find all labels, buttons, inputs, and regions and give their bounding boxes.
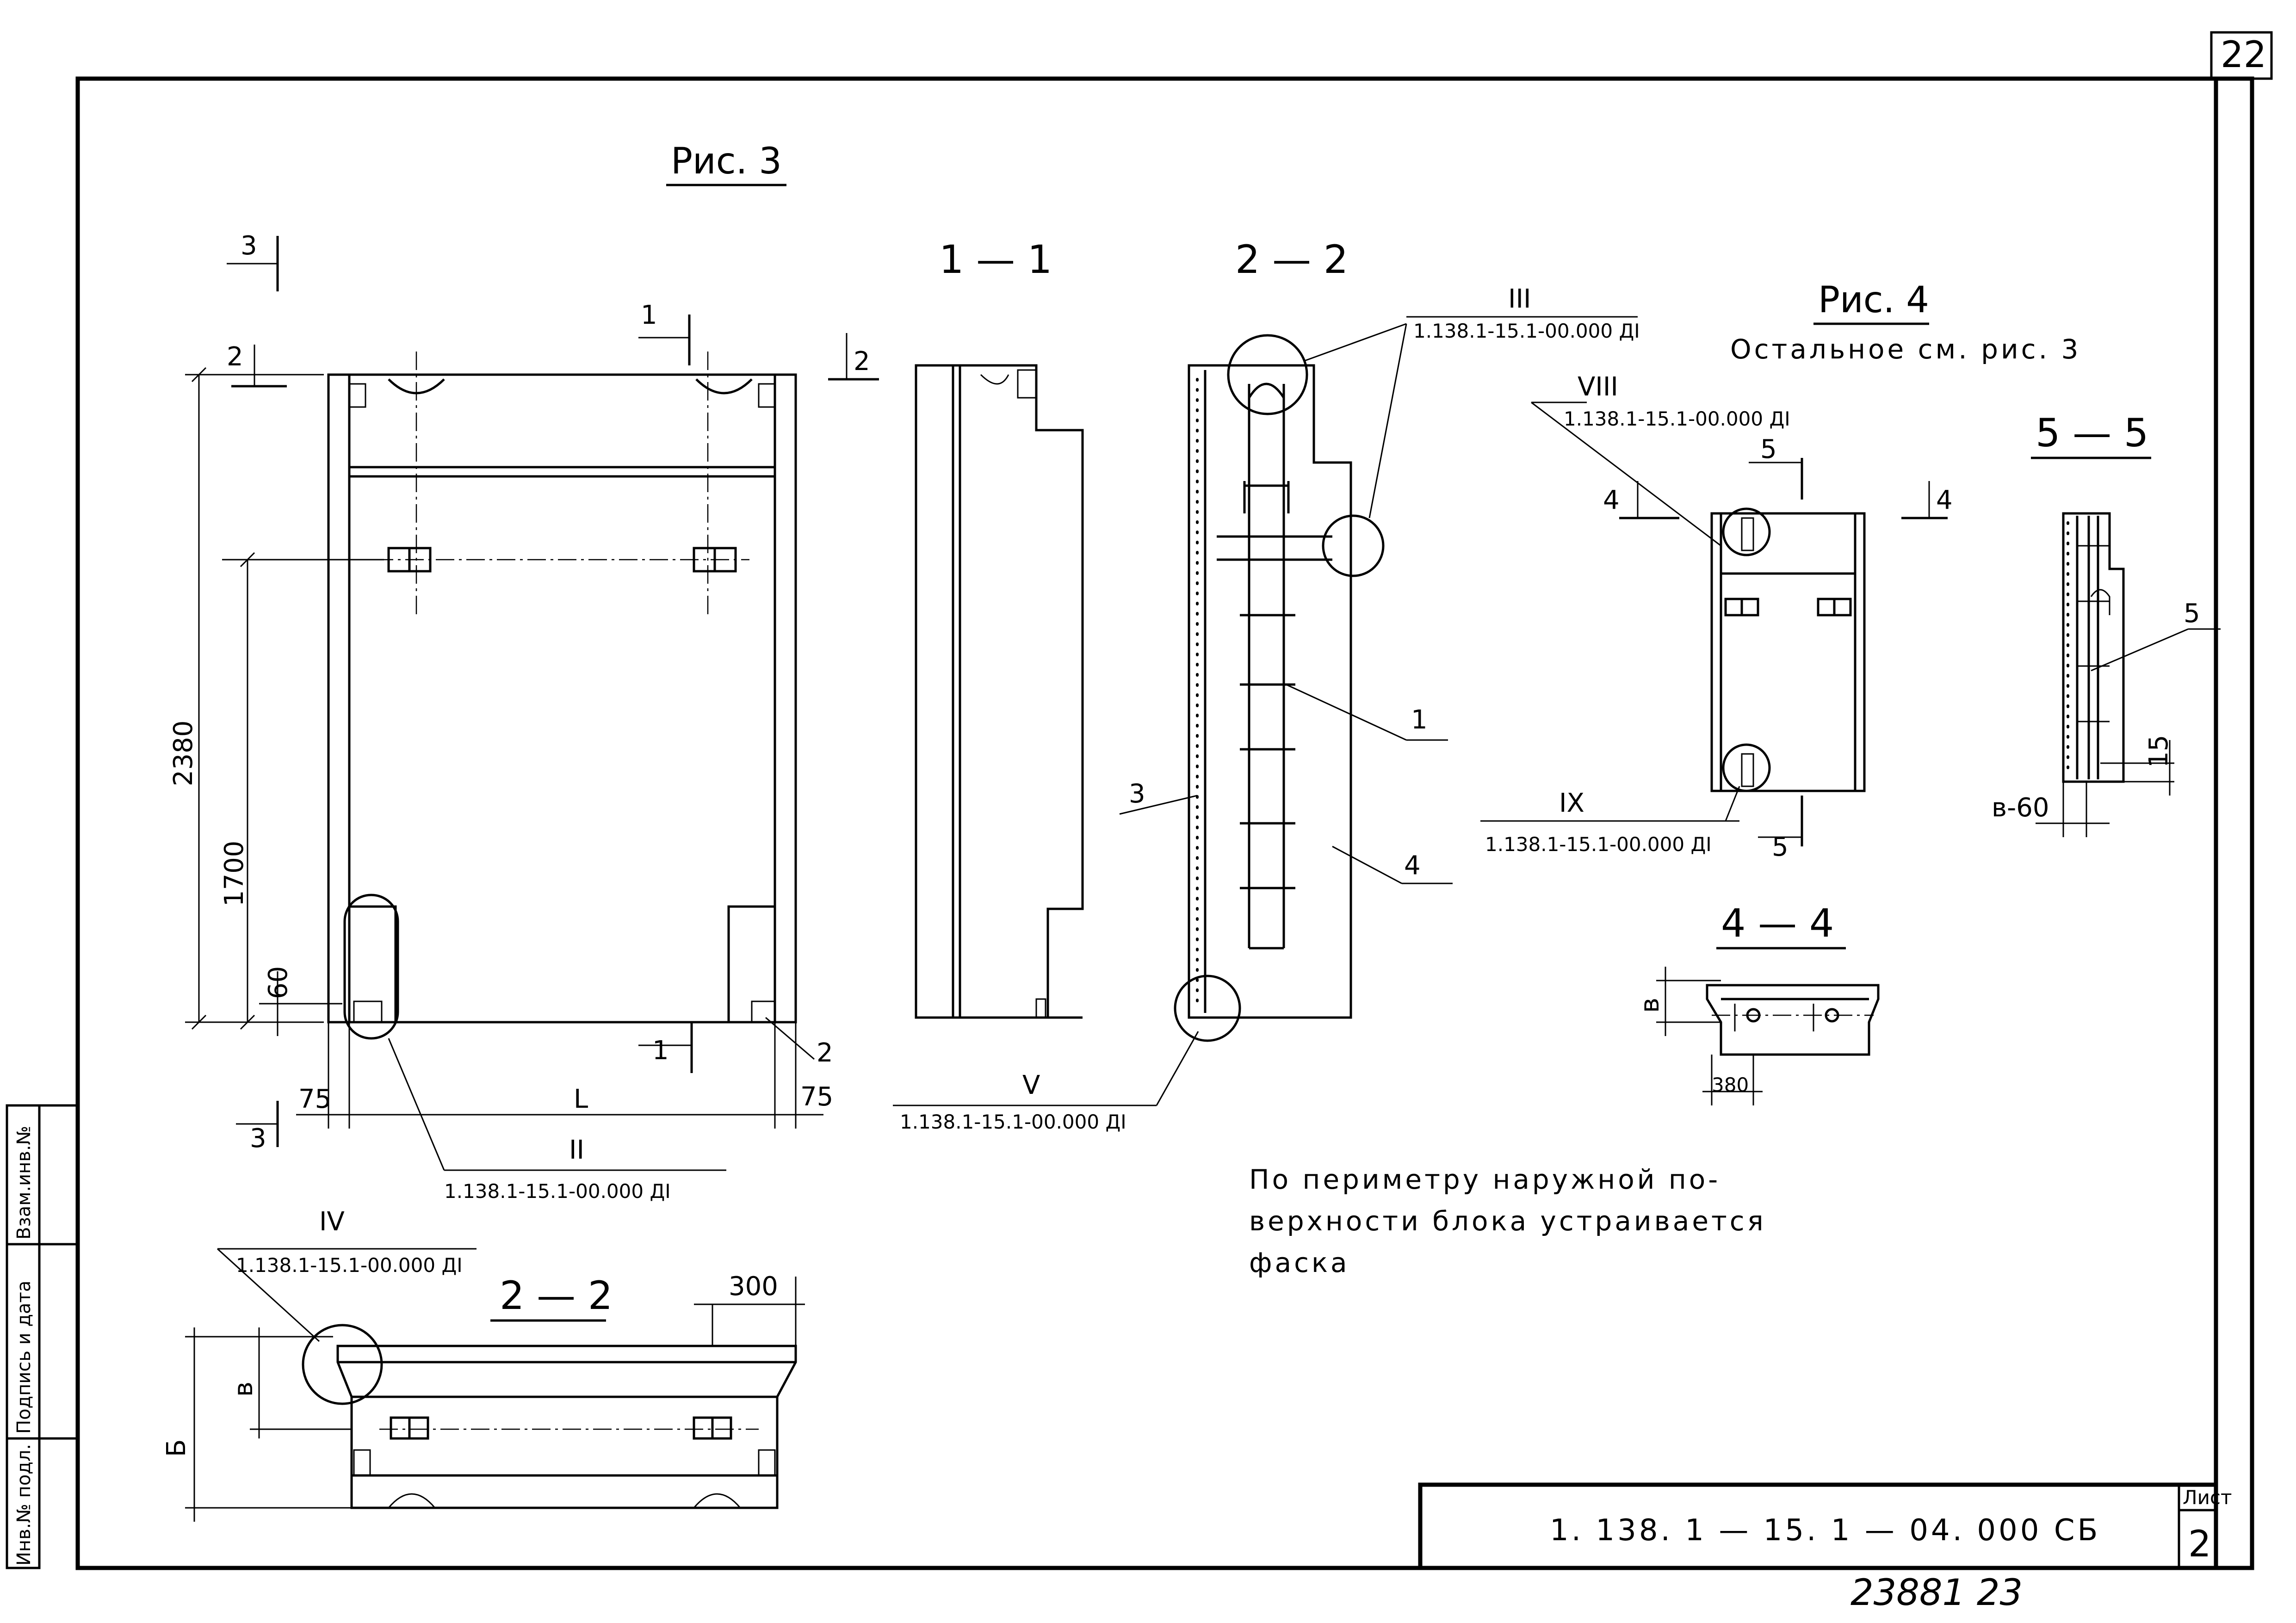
corner-number-box bbox=[2210, 31, 2273, 80]
note-line-2: верхности блока устраивается bbox=[1249, 1205, 1766, 1237]
callout-5: 5 bbox=[2184, 599, 2200, 629]
stamp-vzam: Взам.инв.№ bbox=[13, 1126, 35, 1240]
cut-5-top: 5 bbox=[1760, 434, 1777, 464]
side-stamp: Инв.№ подл. Подпись и дата Взам.инв.№ bbox=[6, 1104, 78, 1569]
title-block-sheet-label: Лист bbox=[2183, 1486, 2232, 1509]
fig4-cut-marks: 4 4 5 5 bbox=[1603, 434, 1953, 862]
dim-L: L bbox=[574, 1084, 588, 1114]
dim-15: 15 bbox=[2144, 735, 2174, 768]
detail-IV-roman: IV bbox=[319, 1207, 345, 1237]
detail-II-ref: 1.138.1-15.1-00.000 ДI bbox=[444, 1180, 671, 1203]
cut-4-left: 4 bbox=[1603, 485, 1620, 515]
dim-B: Б bbox=[161, 1439, 192, 1457]
detail-V-ref: 1.138.1-15.1-00.000 ДI bbox=[900, 1111, 1126, 1133]
section-4-4-title: 4 — 4 bbox=[1721, 901, 1834, 946]
dim-75-left: 75 bbox=[298, 1084, 331, 1114]
detail-V-roman: V bbox=[1022, 1070, 1040, 1100]
dim-b-60: в-60 bbox=[1992, 793, 2049, 823]
detail-IX-roman: IX bbox=[1559, 788, 1584, 818]
fig4-title: Рис. 4 bbox=[1818, 279, 1929, 321]
cut-3-top: 3 bbox=[241, 231, 257, 261]
title-block: 1. 138. 1 — 15. 1 — 04. 000 СБ Лист 2 bbox=[1418, 1482, 2232, 1570]
dim-380: 380 bbox=[1712, 1074, 1749, 1096]
section-2-2b-title: 2 — 2 bbox=[500, 1273, 613, 1318]
cut-4-right: 4 bbox=[1936, 485, 1953, 515]
title-block-sheet-number: 2 bbox=[2188, 1524, 2211, 1565]
detail-VIII-ref: 1.138.1-15.1-00.000 ДI bbox=[1564, 407, 1790, 430]
dim-1700: 1700 bbox=[219, 840, 249, 907]
dim-b: в bbox=[229, 1382, 259, 1397]
general-note: По периметру наружной по- верхности блок… bbox=[1249, 1164, 1766, 1278]
section-5-5-title: 5 — 5 bbox=[2036, 410, 2148, 456]
section-4-4 bbox=[1656, 967, 1880, 1105]
title-block-code: 1. 138. 1 — 15. 1 — 04. 000 СБ bbox=[1550, 1513, 2100, 1548]
section-2-2-plan bbox=[185, 1248, 805, 1522]
cut-1-top: 1 bbox=[641, 300, 657, 330]
note-line-1: По периметру наружной по- bbox=[1249, 1164, 1720, 1195]
detail-IX-ref: 1.138.1-15.1-00.000 ДI bbox=[1485, 833, 1712, 856]
stamp-podpis: Подпись и дата bbox=[13, 1281, 35, 1434]
dim-60: 60 bbox=[263, 966, 293, 999]
fig3-dimensions: 2380 1700 60 75 75 L bbox=[168, 367, 833, 1129]
section-1-1-title: 1 — 1 bbox=[939, 237, 1052, 282]
detail-II-roman: II bbox=[569, 1135, 584, 1165]
dim-2380: 2380 bbox=[168, 720, 198, 786]
cut-2-right: 2 bbox=[854, 346, 870, 376]
callout-1: 1 bbox=[1411, 705, 1428, 735]
detail-III-roman: III bbox=[1508, 284, 1531, 314]
sheet-frame bbox=[75, 76, 2254, 1570]
section-5-5 bbox=[2036, 512, 2221, 837]
dim-300: 300 bbox=[729, 1271, 778, 1302]
fig4-subtitle: Остальное см. рис. 3 bbox=[1730, 333, 2081, 365]
callout-4: 4 bbox=[1404, 851, 1421, 881]
fig3-title: Рис. 3 bbox=[671, 141, 782, 182]
detail-III-ref: 1.138.1-15.1-00.000 ДI bbox=[1413, 320, 1640, 342]
detail-VIII-roman: VIII bbox=[1578, 372, 1618, 402]
dim-75-right: 75 bbox=[800, 1082, 833, 1112]
section-1-1 bbox=[915, 364, 1084, 1019]
callout-2-fig3: 2 bbox=[817, 1038, 833, 1068]
callout-3: 3 bbox=[1129, 779, 1145, 809]
stamp-inv-podl: Инв.№ подл. bbox=[13, 1444, 35, 1566]
cut-2-left: 2 bbox=[227, 342, 243, 372]
fig3-front-view bbox=[327, 352, 797, 1171]
cut-5-bottom: 5 bbox=[1772, 832, 1789, 862]
corner-number: 22 bbox=[2221, 34, 2266, 76]
archive-number: 23881 23 bbox=[1850, 1572, 2023, 1614]
fig4-front-view bbox=[1480, 401, 1866, 822]
dim-b-44: в bbox=[1635, 998, 1665, 1013]
detail-IV-ref: 1.138.1-15.1-00.000 ДI bbox=[236, 1254, 463, 1277]
section-2-2-vertical bbox=[1119, 323, 1453, 1106]
cut-1-bottom: 1 bbox=[652, 1036, 669, 1066]
note-line-3: фаска bbox=[1249, 1247, 1350, 1278]
section-2-2-title: 2 — 2 bbox=[1235, 237, 1348, 282]
fig3-cut-marks: 3 3 2 2 1 1 2 bbox=[227, 231, 879, 1154]
cut-3-bottom: 3 bbox=[250, 1123, 266, 1154]
